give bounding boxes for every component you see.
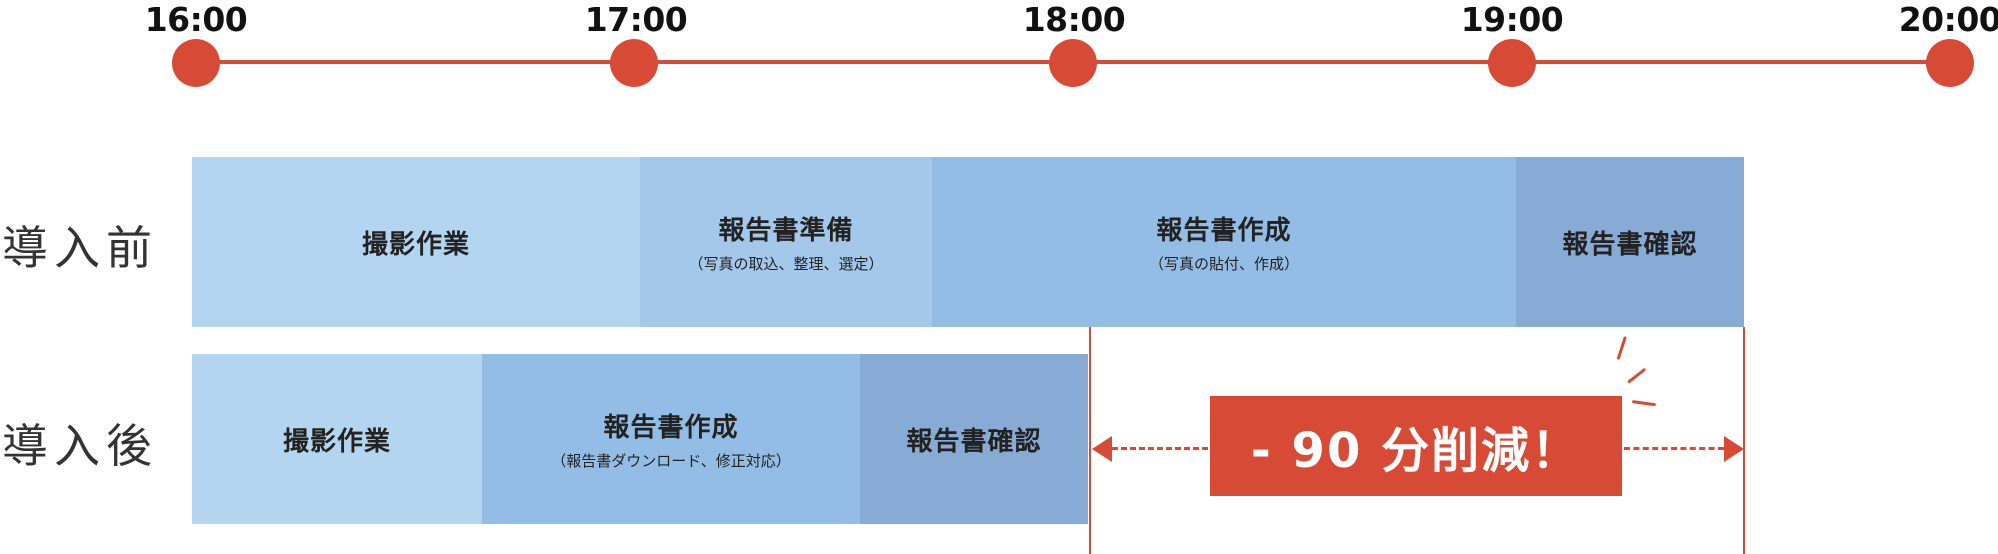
segment-before-report-prep: 報告書準備 （写真の取込、整理、選定） [640, 157, 932, 327]
segment-title: 報告書準備 [718, 216, 854, 246]
segment-title: 報告書確認 [1562, 229, 1698, 260]
arrow-left-icon [1092, 436, 1112, 462]
row-label-before: 導入前 [2, 221, 158, 275]
row-label-after: 導入後 [2, 419, 158, 473]
tick-label-1700: 17:00 [584, 0, 688, 39]
tick-label-1800: 18:00 [1022, 0, 1126, 39]
reduction-badge: - 90 分削減！ [1210, 396, 1622, 496]
segment-before-report-writing: 報告書作成 （写真の貼付、作成） [932, 157, 1516, 327]
reduction-start-line [1089, 327, 1091, 554]
segment-title: 報告書確認 [906, 426, 1042, 457]
segment-after-report-writing: 報告書作成 （報告書ダウンロード、修正対応） [482, 354, 860, 524]
dashed-line-right [1624, 447, 1724, 450]
segment-detail: （報告書ダウンロード、修正対応） [551, 452, 791, 470]
timeline-dot [172, 39, 220, 87]
segment-title: 報告書作成 [603, 413, 739, 443]
segment-title: 報告書作成 [1156, 216, 1292, 246]
segment-after-shooting: 撮影作業 [192, 354, 482, 524]
spark-icon [1631, 400, 1656, 407]
segment-after-report-check: 報告書確認 [860, 354, 1088, 524]
timeline-dot [1049, 39, 1097, 87]
spark-icon [1616, 336, 1627, 360]
timeline-dot [1488, 39, 1536, 87]
dashed-line-left [1112, 447, 1208, 450]
segment-detail: （写真の貼付、作成） [1148, 255, 1299, 273]
segment-before-shooting: 撮影作業 [192, 157, 640, 327]
reduction-end-line [1743, 327, 1745, 554]
segment-title: 撮影作業 [282, 426, 391, 457]
spark-icon [1627, 367, 1647, 384]
tick-label-1600: 16:00 [144, 0, 248, 39]
timeline-dot [1926, 39, 1974, 87]
arrow-right-icon [1724, 436, 1744, 462]
timeline-dot [610, 39, 658, 87]
segment-before-report-check: 報告書確認 [1516, 157, 1744, 327]
segment-detail: （写真の取込、整理、選定） [688, 255, 884, 273]
tick-label-1900: 19:00 [1460, 0, 1564, 39]
tick-label-2000: 20:00 [1898, 0, 1998, 39]
segment-title: 撮影作業 [361, 229, 470, 260]
